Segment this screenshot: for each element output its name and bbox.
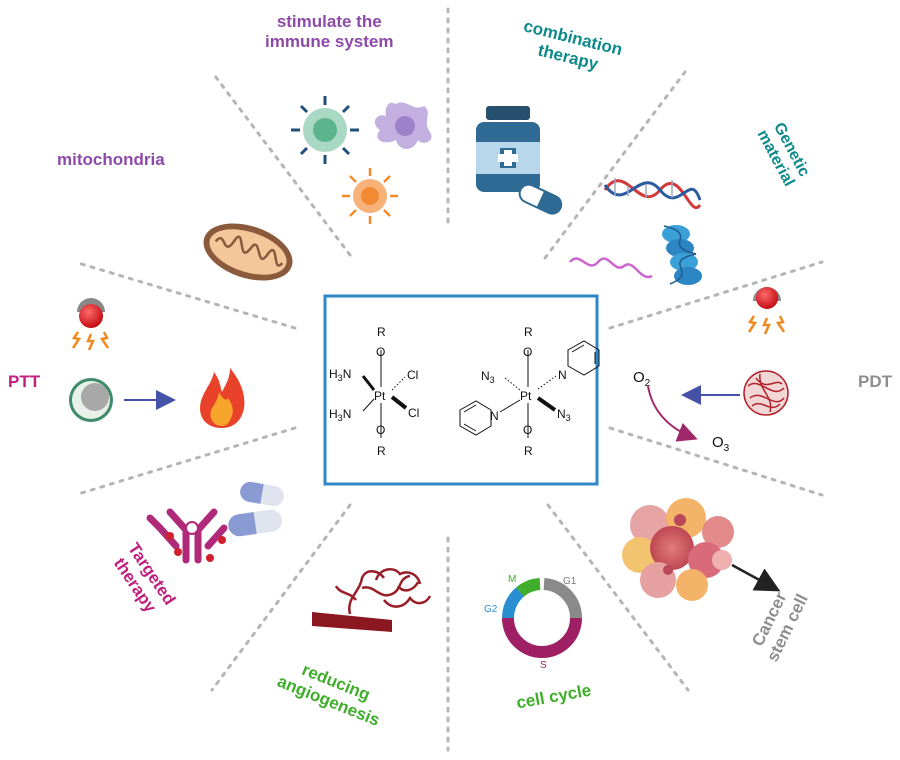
right-pt: Pt: [520, 389, 532, 403]
rna-strand-icon: [569, 257, 653, 279]
oxygen-conversion-arrow: [647, 385, 698, 442]
right-n3-2: N3: [557, 407, 571, 423]
divider-left-lower: [73, 426, 297, 497]
right-r-top: R: [524, 325, 533, 339]
divider-left-upper: [73, 260, 297, 330]
blood-vessel-icon: [312, 567, 432, 632]
nanoparticle-icon: [69, 378, 113, 422]
left-o-bot: O: [376, 423, 385, 437]
divider-top-right: [543, 70, 687, 260]
label-ptt: PTT: [8, 372, 41, 391]
left-pt: Pt: [374, 389, 386, 403]
label-immune-line1: stimulate the: [276, 12, 382, 31]
right-n-py1: N: [558, 368, 567, 382]
label-stimulate-immune: stimulate the immune system: [265, 12, 394, 51]
antibody-icon: [146, 508, 228, 564]
pill-bottle-icon: [476, 106, 563, 215]
central-frame: [323, 294, 599, 486]
cancer-arrow: [731, 563, 781, 592]
pdt-light-source-icon: [747, 287, 786, 335]
lymphocyte-icon: [291, 96, 359, 164]
pyridine-ring-bottom: [459, 400, 492, 436]
capsule-pair-icon: [228, 481, 284, 537]
phase-m: M: [508, 574, 516, 585]
divider-bottom-right: [546, 503, 690, 692]
left-cl-2: Cl: [408, 406, 419, 420]
right-o-bot: O: [523, 423, 532, 437]
dna-helix-icon: [603, 178, 702, 209]
phase-s: S: [540, 660, 547, 671]
fire-icon: [200, 368, 245, 428]
pt-complex-left: R O H3N Pt Cl H3N Cl O R: [329, 325, 419, 458]
tumor-cluster-icon: [622, 498, 734, 601]
cell-cycle-phase-labels: M G1 G2 S: [484, 574, 577, 671]
pdt-o3-label: O3: [712, 434, 730, 454]
pdt-o2-label: O2: [633, 369, 651, 389]
divider-bottom-left: [210, 503, 352, 692]
left-h3n-2: H3N: [329, 407, 351, 423]
red-star-icons: [166, 532, 226, 562]
right-r-bot: R: [524, 444, 533, 458]
label-pdt: PDT: [858, 372, 892, 391]
divider-right-upper: [608, 260, 824, 330]
photosensitizer-ball-icon: [743, 370, 789, 416]
macrophage-icon: [342, 168, 398, 224]
cell-cycle-ring-icon: [501, 578, 583, 658]
left-h3n-1: H3N: [329, 367, 351, 383]
antigen-dot-icon: [185, 521, 199, 535]
pt-complex-right: R O N3 Pt N N N3 O R: [459, 325, 600, 458]
divider-right-lower: [608, 426, 824, 497]
left-o-top: O: [376, 345, 385, 359]
divider-top-left: [210, 70, 352, 257]
right-o-top: O: [523, 345, 532, 359]
immune-cells-icon: [291, 96, 432, 224]
pyridine-ring-top: [567, 340, 600, 376]
left-cl-1: Cl: [407, 368, 418, 382]
light-source-icon: [71, 298, 110, 351]
phase-g2: G2: [484, 604, 498, 615]
mitochondria-icon: [203, 223, 293, 281]
right-n3-1: N3: [481, 369, 495, 385]
phase-g1: G1: [563, 576, 577, 587]
capsule-icon: [518, 183, 563, 215]
chromatin-icon: [662, 225, 702, 285]
label-immune-line2: immune system: [265, 31, 394, 51]
left-r-top: R: [377, 325, 386, 339]
right-n-py2: N: [490, 409, 499, 423]
label-mitochondria: mitochondria: [57, 150, 165, 169]
left-r-bot: R: [377, 444, 386, 458]
section-dividers: [73, 6, 824, 752]
